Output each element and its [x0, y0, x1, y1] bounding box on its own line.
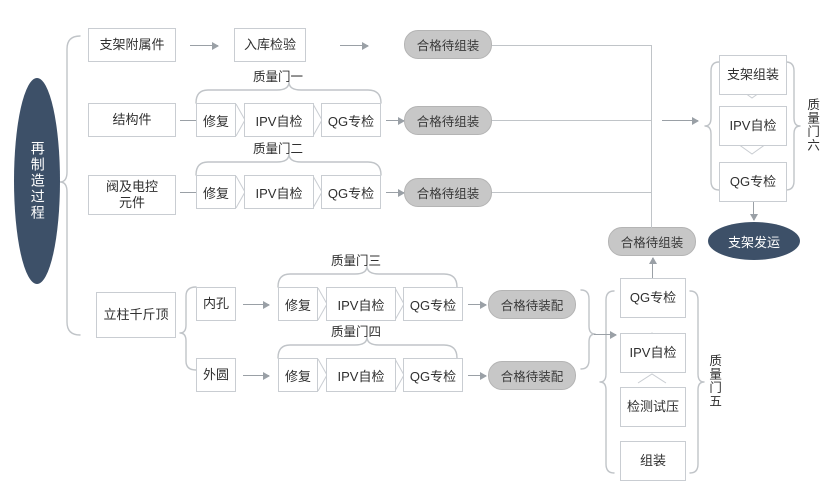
collector-line-row3 — [492, 192, 651, 193]
gate-label-2: 质量门二 — [253, 142, 304, 156]
pill-to-bus-line — [651, 214, 652, 228]
node-gate5-step-pressure-test[interactable]: 检测试压 — [620, 387, 686, 427]
gate-label-3: 质量门三 — [331, 254, 382, 268]
node-branch-b-step-repair[interactable]: 修复 — [278, 358, 318, 392]
node-row2-step-qg[interactable]: QG专检 — [321, 103, 381, 137]
collector-line-row2 — [492, 120, 651, 121]
gate-label-1: 质量门一 — [253, 70, 304, 84]
node-gate5-step-ipv[interactable]: IPV自检 — [620, 333, 686, 373]
pill-row1[interactable]: 合格待组装 — [404, 30, 492, 59]
node-row2-step-ipv[interactable]: IPV自检 — [244, 103, 314, 137]
node-branch-b-step-ipv[interactable]: IPV自检 — [326, 358, 396, 392]
collector-bus-line — [651, 45, 652, 228]
arrow-gate5-to-pill — [648, 257, 657, 278]
arrow-gate6-to-ship — [749, 202, 758, 221]
arrow-branch-a-2 — [468, 300, 487, 309]
node-row3-source-line1: 阀及电控 — [105, 178, 158, 194]
node-row4-source[interactable]: 立柱千斤顶 — [96, 292, 176, 338]
node-row2-source[interactable]: 结构件 — [88, 103, 176, 137]
node-gate5-step-qg[interactable]: QG专检 — [620, 278, 686, 318]
pill-row2[interactable]: 合格待组装 — [404, 106, 492, 135]
pill-branch-a[interactable]: 合格待装配 — [488, 290, 576, 319]
node-gate6-step-ipv[interactable]: IPV自检 — [719, 106, 787, 146]
arrow-row1-2 — [340, 41, 369, 50]
pill-branch-b[interactable]: 合格待装配 — [488, 361, 576, 390]
arrow-branch-b-1 — [243, 371, 270, 380]
pill-gate5-output[interactable]: 合格待组装 — [608, 227, 696, 256]
arrow-row1-1 — [190, 41, 219, 50]
arrow-to-gate5 — [594, 330, 617, 339]
node-branch-a-step-qg[interactable]: QG专检 — [403, 287, 463, 321]
process-title-label: 再制造过程 — [29, 141, 46, 221]
node-row2-step-repair[interactable]: 修复 — [196, 103, 236, 137]
arrow-row2-2 — [386, 116, 405, 125]
arrow-branch-b-2 — [468, 371, 487, 380]
node-branch-a-name[interactable]: 内孔 — [196, 287, 236, 321]
arrow-row3-2 — [386, 188, 405, 197]
node-row3-step-repair[interactable]: 修复 — [196, 175, 236, 209]
node-gate5-step-assembly[interactable]: 组装 — [620, 441, 686, 481]
node-row3-source[interactable]: 阀及电控 元件 — [88, 175, 176, 215]
process-title-ellipse: 再制造过程 — [14, 78, 60, 284]
node-branch-a-step-repair[interactable]: 修复 — [278, 287, 318, 321]
node-branch-a-step-ipv[interactable]: IPV自检 — [326, 287, 396, 321]
arrow-branch-a-1 — [243, 300, 270, 309]
gate-label-6: 质量门六 — [805, 98, 820, 152]
collector-line-row1 — [492, 45, 651, 46]
node-row1-source[interactable]: 支架附属件 — [88, 28, 176, 62]
node-row3-step-qg[interactable]: QG专检 — [321, 175, 381, 209]
pill-row3[interactable]: 合格待组装 — [404, 178, 492, 207]
node-final-shipment[interactable]: 支架发运 — [708, 222, 800, 260]
node-branch-b-step-qg[interactable]: QG专检 — [403, 358, 463, 392]
node-row3-source-line2: 元件 — [118, 195, 145, 210]
node-row3-step-ipv[interactable]: IPV自检 — [244, 175, 314, 209]
node-gate6-step-assembly[interactable]: 支架组装 — [719, 55, 787, 95]
gate-label-4: 质量门四 — [331, 325, 382, 339]
node-gate6-step-qg[interactable]: QG专检 — [719, 162, 787, 202]
gate-label-5: 质量门五 — [707, 354, 722, 408]
node-branch-b-name[interactable]: 外圆 — [196, 358, 236, 392]
arrow-to-gate6 — [662, 116, 699, 125]
node-row1-inspect[interactable]: 入库检验 — [234, 28, 306, 62]
